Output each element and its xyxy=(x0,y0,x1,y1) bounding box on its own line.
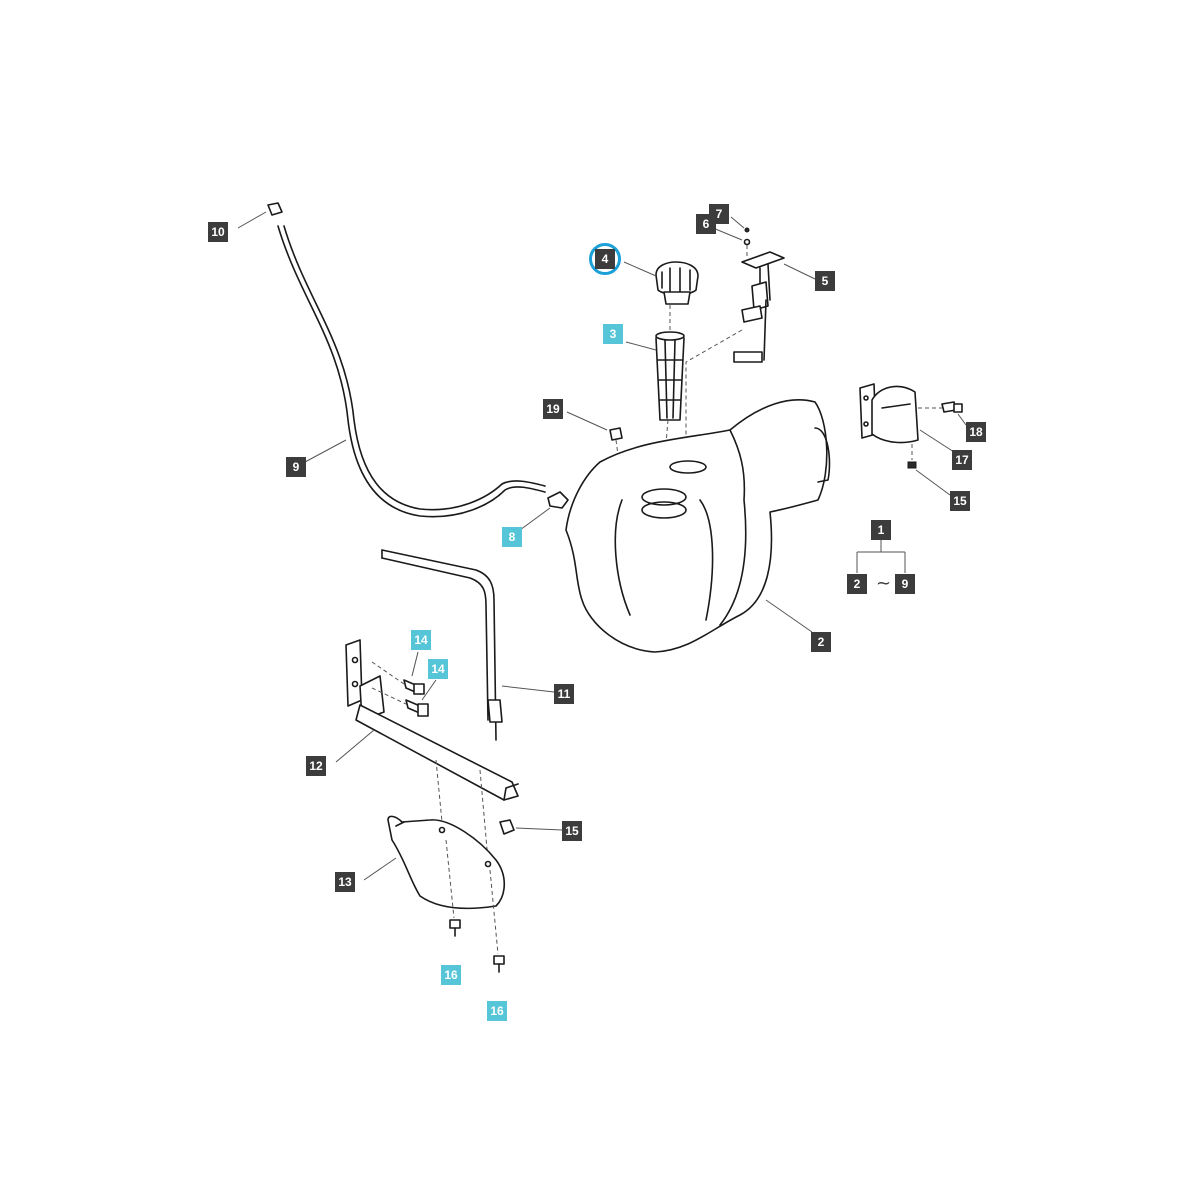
callout-4-highlight-ring xyxy=(589,243,621,275)
part-13-cover xyxy=(363,815,506,910)
part-11-tank-strap xyxy=(381,549,555,741)
callout-2-range-start[interactable]: 2 xyxy=(847,574,867,594)
part-17-bracket xyxy=(859,383,967,496)
callout-3[interactable]: 3 xyxy=(603,324,623,344)
callout-6[interactable]: 6 xyxy=(696,214,716,234)
callout-14-b[interactable]: 14 xyxy=(428,659,448,679)
part-12-support-bracket xyxy=(335,639,519,861)
callout-5[interactable]: 5 xyxy=(815,271,835,291)
callout-12[interactable]: 12 xyxy=(306,756,326,776)
callout-17[interactable]: 17 xyxy=(952,450,972,470)
callout-4[interactable]: 4 xyxy=(595,249,615,269)
callout-14-a[interactable]: 14 xyxy=(411,630,431,650)
part-16-screws xyxy=(445,839,505,973)
callout-8[interactable]: 8 xyxy=(502,527,522,547)
range-symbol: ~ xyxy=(876,573,892,594)
callout-15-lower[interactable]: 15 xyxy=(562,821,582,841)
callout-2[interactable]: 2 xyxy=(811,632,831,652)
callout-15[interactable]: 15 xyxy=(950,491,970,511)
callout-19[interactable]: 19 xyxy=(543,399,563,419)
part-4-filler-cap xyxy=(623,261,699,305)
callout-16-a[interactable]: 16 xyxy=(441,965,461,985)
callout-18[interactable]: 18 xyxy=(966,422,986,442)
callout-13[interactable]: 13 xyxy=(335,872,355,892)
part-8-hose-connector xyxy=(519,491,569,531)
callout-10[interactable]: 10 xyxy=(208,222,228,242)
part-15-nut xyxy=(499,819,563,835)
assembly-legend-bracket xyxy=(856,540,906,573)
callout-1[interactable]: 1 xyxy=(871,520,891,540)
callout-9[interactable]: 9 xyxy=(286,457,306,477)
part-2-fuel-tank xyxy=(565,399,831,653)
callout-16-b[interactable]: 16 xyxy=(487,1001,507,1021)
part-9-vent-hose xyxy=(277,225,546,518)
part-14-bolts xyxy=(371,651,437,717)
callout-11[interactable]: 11 xyxy=(554,684,574,704)
callout-9-range-end[interactable]: 9 xyxy=(895,574,915,594)
part-5-fuel-sender xyxy=(685,216,816,452)
part-10-hose-cap xyxy=(237,202,283,229)
